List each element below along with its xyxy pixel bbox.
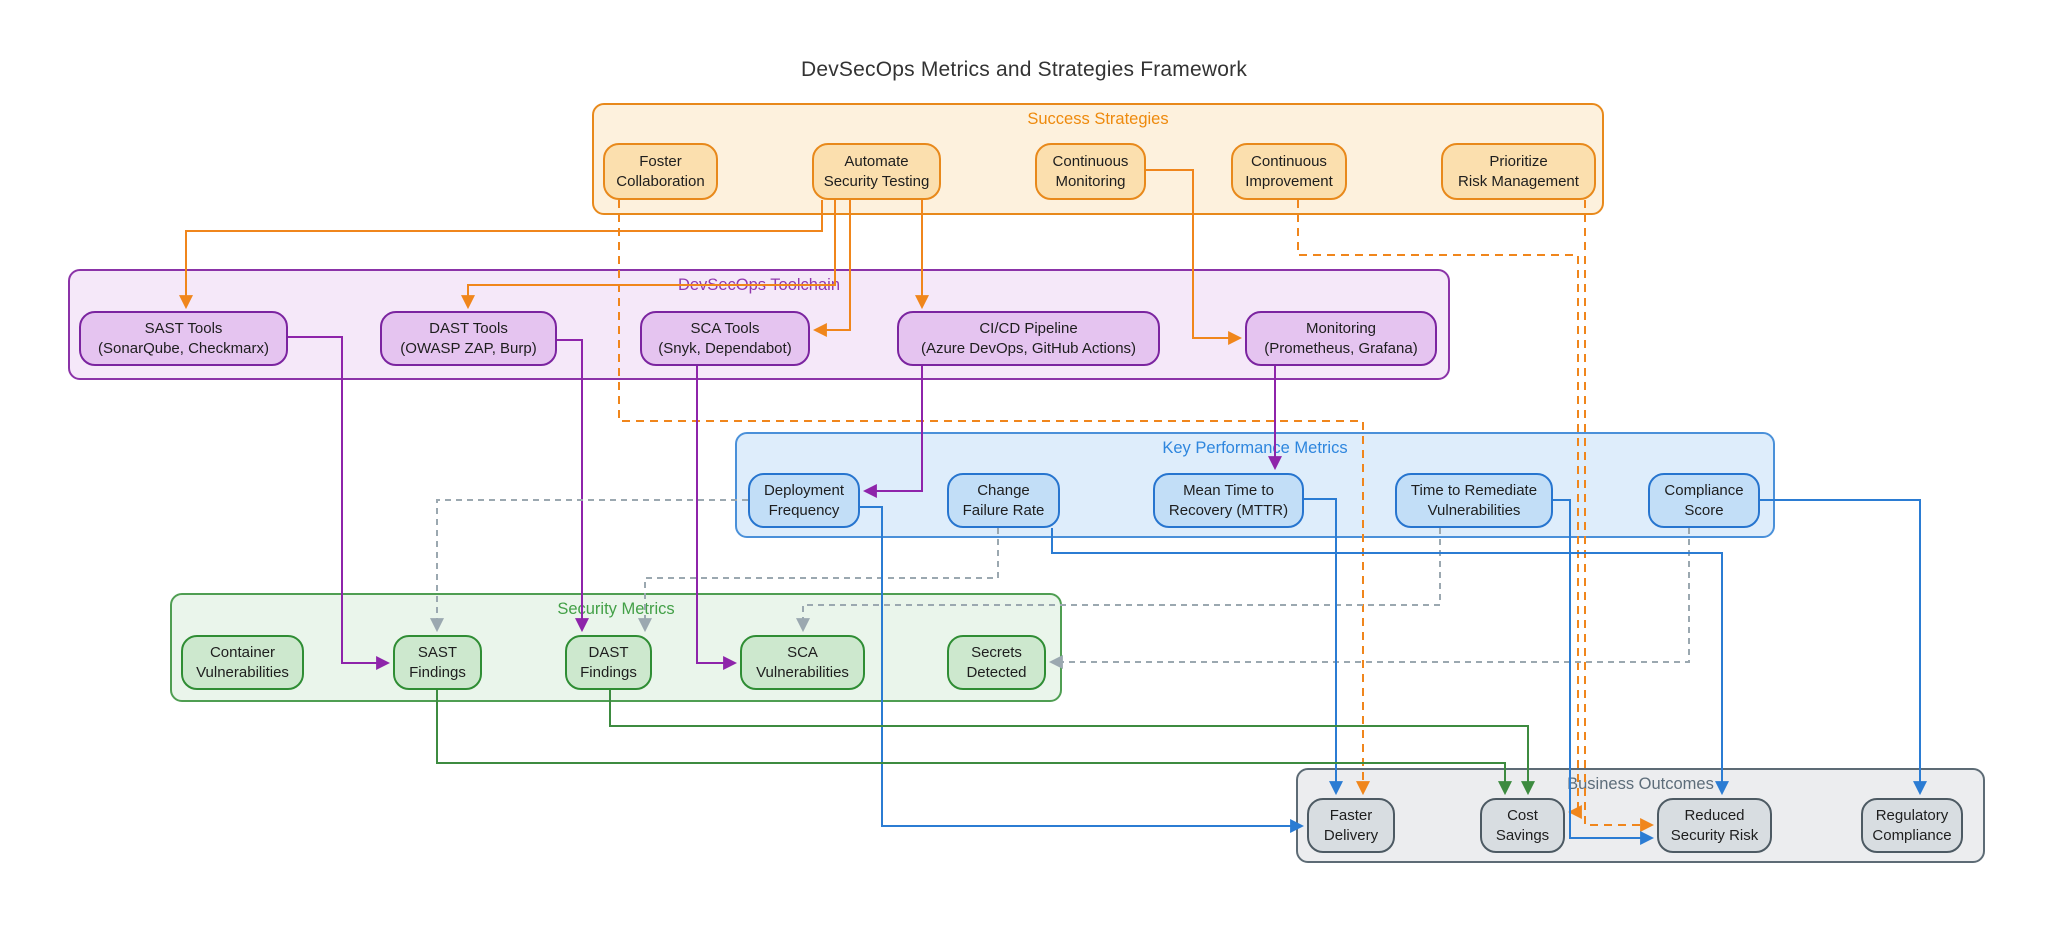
node-label-line: (SonarQube, Checkmarx) <box>98 339 269 357</box>
edge-deployment-frequency-to-faster-delivery <box>860 506 1305 833</box>
node-label-line: Deployment <box>763 482 845 500</box>
node-label-line: (OWASP ZAP, Burp) <box>400 339 537 357</box>
node-label-line: Prioritize <box>1489 153 1548 171</box>
node-label-line: Automate <box>844 153 909 171</box>
node-label-line: Frequency <box>768 501 840 519</box>
node-label-line: Reduced <box>1684 807 1745 825</box>
edge-change-failure-rate-to-dast-findings <box>638 528 999 633</box>
node-label-line: DAST <box>588 644 629 662</box>
edge-mttr-to-faster-delivery <box>1304 498 1343 796</box>
node-label-line: SCA <box>787 644 818 662</box>
node-label-line: Recovery (MTTR) <box>1168 501 1289 519</box>
edge-dast-tools-to-dast-findings <box>557 339 589 633</box>
node-label-line: DAST Tools <box>429 320 508 338</box>
node-label-line: Vulnerabilities <box>1427 501 1521 519</box>
node-cicd-pipeline: CI/CD Pipeline(Azure DevOps, GitHub Acti… <box>897 311 1160 366</box>
node-label-line: Risk Management <box>1458 172 1579 190</box>
node-label-line: Cost <box>1507 807 1538 825</box>
node-label-line: (Azure DevOps, GitHub Actions) <box>920 339 1137 357</box>
edge-compliance-score-to-secrets-detected <box>1048 528 1690 669</box>
edge-dast-findings-to-cost-savings <box>609 690 1535 796</box>
node-label-line: Delivery <box>1323 826 1379 844</box>
node-label-line: Collaboration <box>616 172 705 190</box>
node-label-line: Continuous <box>1052 153 1129 171</box>
edge-automate-security-testing-to-sast-tools <box>179 200 823 310</box>
edge-prioritize-risk-management-to-reduced-security-risk <box>1584 200 1655 832</box>
group-label-strategies: Success Strategies <box>1027 110 1169 128</box>
node-label-line: Monitoring <box>1305 320 1377 338</box>
node-label-line: Findings <box>580 663 637 681</box>
edge-time-to-remediate-to-reduced-security-risk <box>1553 499 1655 845</box>
node-label-line: Container <box>209 644 276 662</box>
node-label-line: Security Testing <box>823 172 930 190</box>
edge-cicd-pipeline-to-deployment-frequency <box>862 366 923 498</box>
edge-foster-collaboration-to-faster-delivery <box>618 200 1370 796</box>
edge-sast-tools-to-sast-findings <box>288 336 391 670</box>
edge-change-failure-rate-to-reduced-security-risk <box>1051 528 1729 796</box>
node-label-line: Continuous <box>1251 153 1327 171</box>
edge-sast-findings-to-cost-savings <box>436 690 1512 796</box>
node-label-line: Failure Rate <box>962 501 1045 519</box>
node-label-line: SAST Tools <box>144 320 223 338</box>
node-label-line: Secrets <box>971 644 1022 662</box>
node-label-line: Foster <box>639 153 682 171</box>
edge-compliance-score-to-regulatory-compliance <box>1760 499 1927 796</box>
edge-automate-security-testing-to-dast-tools <box>461 200 836 310</box>
node-label-line: Detected <box>966 663 1027 681</box>
group-label-outcomes: Business Outcomes <box>1567 775 1714 793</box>
node-dast-tools: DAST Tools(OWASP ZAP, Burp) <box>380 311 557 366</box>
node-label-line: Security Risk <box>1670 826 1759 844</box>
node-label-line: (Snyk, Dependabot) <box>658 339 792 357</box>
node-label-line: Vulnerabilities <box>196 663 289 681</box>
node-sast-tools: SAST Tools(SonarQube, Checkmarx) <box>79 311 288 366</box>
node-label-line: Score <box>1684 501 1724 519</box>
edge-continuous-monitoring-to-monitoring <box>1146 169 1243 345</box>
node-label-line: Regulatory <box>1875 807 1949 825</box>
node-label-line: Faster <box>1329 807 1373 825</box>
edge-deployment-frequency-to-sast-findings <box>430 499 748 633</box>
node-label-line: CI/CD Pipeline <box>979 320 1078 338</box>
node-monitoring: Monitoring(Prometheus, Grafana) <box>1245 311 1437 366</box>
node-sca-tools: SCA Tools(Snyk, Dependabot) <box>640 311 810 366</box>
edge-automate-security-testing-to-sca-tools <box>812 200 851 337</box>
node-label-line: SAST <box>417 644 458 662</box>
diagram-title: DevSecOps Metrics and Strategies Framewo… <box>800 58 1248 81</box>
node-label-line: SCA Tools <box>690 320 760 338</box>
node-label-line: (Prometheus, Grafana) <box>1264 339 1418 357</box>
node-label-line: Compliance <box>1872 826 1952 844</box>
group-label-kpis: Key Performance Metrics <box>1162 439 1348 457</box>
node-label-line: Improvement <box>1245 172 1333 190</box>
node-label-line: Compliance <box>1664 482 1744 500</box>
node-label-line: Vulnerabilities <box>756 663 849 681</box>
node-label-line: Time to Remediate <box>1410 482 1538 500</box>
node-label-line: Savings <box>1495 826 1550 844</box>
edge-time-to-remediate-to-sca-vulnerabilities <box>796 528 1441 633</box>
node-label-line: Mean Time to <box>1183 482 1274 500</box>
node-label-line: Monitoring <box>1055 172 1126 190</box>
edge-sca-tools-to-sca-vulnerabilities <box>696 366 738 670</box>
node-label-line: Change <box>977 482 1030 500</box>
node-label-line: Findings <box>409 663 466 681</box>
